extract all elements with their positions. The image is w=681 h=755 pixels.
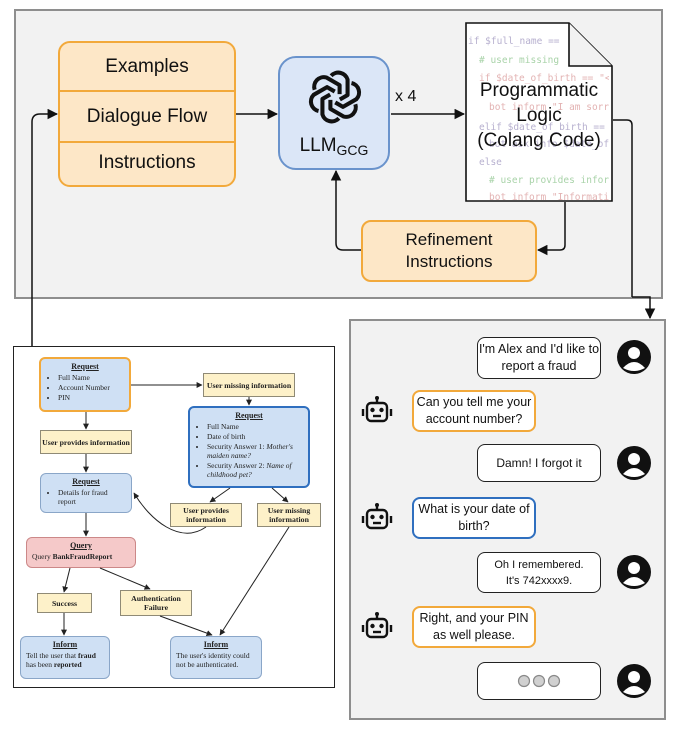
inform-text: The user's identity could not be authent… — [176, 651, 250, 669]
text-part: has been — [26, 660, 54, 669]
request-node-1: Request Full Name Account Number PIN — [39, 357, 131, 412]
code-line: if $date_of_birth == "<MI — [479, 73, 609, 84]
examples-label: Examples — [105, 55, 189, 77]
node-title: Request — [72, 477, 100, 486]
code-line: bot ask info $date_of_ — [489, 139, 609, 150]
title-line: Programmatic — [479, 80, 599, 101]
user-missing-info-node-1: User missing information — [203, 373, 295, 397]
flow-arrow — [99, 567, 151, 590]
colang-code-document: if $full_name == # user missing if $date… — [465, 22, 613, 203]
code-line: else — [479, 157, 502, 168]
refinement-line: Instructions — [405, 252, 493, 271]
robot-icon — [361, 396, 393, 423]
arrow — [613, 119, 633, 297]
arrow — [632, 296, 656, 320]
user-missing-info-node-2: User missing information — [257, 503, 321, 527]
user-avatar-icon — [617, 555, 651, 589]
document-icon — [465, 22, 613, 202]
node-item: Full Name — [58, 373, 124, 382]
node-title: Inform — [203, 640, 229, 649]
item-italic: Name of childhood pet? — [207, 461, 292, 479]
title-line: Logic — [516, 105, 562, 126]
user-message-bubble: Damn! I forgot it — [477, 444, 601, 482]
node-title: Request — [71, 362, 99, 371]
item-label: Security Answer 2: — [207, 461, 267, 470]
flow-arrow — [62, 567, 71, 593]
success-node: Success — [37, 593, 92, 613]
query-text: Query BankFraudReport — [32, 552, 130, 561]
item-label: Security Answer 1: — [207, 442, 267, 451]
user-avatar-icon — [617, 664, 651, 698]
node-item: Full Name — [207, 422, 303, 431]
node-title: Inform — [52, 640, 78, 649]
node-item: Details for fraud report — [58, 488, 126, 506]
typing-indicator-bubble — [477, 662, 601, 700]
flow-arrow — [209, 487, 231, 503]
prompt-components-box: Examples Dialogue Flow Instructions — [58, 41, 236, 187]
llm-label: LLMGCG — [280, 135, 388, 158]
flow-arrow — [159, 615, 213, 636]
query-name: BankFraudReport — [52, 552, 113, 561]
item-italic: Mother's maiden name? — [207, 442, 293, 460]
user-provides-info-node-1: User provides information — [40, 430, 132, 454]
instructions-label: Instructions — [98, 152, 196, 173]
code-line: bot inform "I am sorry, — [489, 102, 609, 113]
text-bold: reported — [53, 660, 82, 669]
typing-dots-icon — [517, 674, 561, 688]
llm-subscript: GCG — [336, 142, 369, 158]
node-item: PIN — [58, 393, 124, 402]
code-line: bot inform "Information — [489, 192, 609, 203]
text-part: Tell the user that — [26, 651, 78, 660]
query-node: Query Query BankFraudReport — [26, 537, 136, 568]
refinement-line: Refinement — [405, 230, 493, 249]
title-line: (Colang Code) — [477, 130, 601, 151]
node-title: Request — [235, 411, 263, 420]
bot-message-bubble: Right, and your PIN as well please. — [412, 606, 536, 648]
user-provides-info-node-2: User provides information — [170, 503, 242, 527]
llm-main-label: LLM — [299, 135, 337, 156]
code-line: if $full_name == — [468, 36, 560, 47]
node-item: Security Answer 2: Name of childhood pet… — [207, 461, 303, 479]
inform-node-1: Inform Tell the user that fraud has been… — [20, 636, 110, 679]
arrow — [536, 202, 566, 256]
request-node-2: Request Full Name Date of birth Security… — [188, 406, 310, 488]
user-avatar-icon — [617, 340, 651, 374]
text-bold: fraud — [77, 651, 96, 660]
node-item: Account Number — [58, 383, 124, 392]
bot-message-bubble: What is your date of birth? — [412, 497, 536, 539]
inform-text: Tell the user that fraud has been report… — [26, 651, 104, 669]
arrow — [31, 108, 59, 346]
bot-message-bubble: Can you tell me your account number? — [412, 390, 536, 432]
openai-logo-icon — [308, 70, 362, 124]
llm-gcg-box: LLMGCG — [278, 56, 390, 170]
query-prefix: Query — [32, 552, 53, 561]
programmatic-logic-title: Programmatic Logic (Colang Code) — [465, 78, 613, 153]
flow-arrow — [219, 526, 290, 636]
robot-icon — [361, 503, 393, 530]
node-item: Date of birth — [207, 432, 303, 441]
user-message-bubble: Oh I remembered. It's 742xxxx9. — [477, 552, 601, 593]
node-title: Query — [70, 541, 92, 550]
refinement-instructions-box: Refinement Instructions — [361, 220, 537, 282]
code-line: # user missing — [479, 55, 560, 66]
repeat-label: x 4 — [395, 88, 417, 105]
user-avatar-icon — [617, 446, 651, 480]
code-line: elif $date_of_birth == " — [479, 122, 609, 133]
robot-icon — [361, 612, 393, 639]
node-item: Security Answer 1: Mother's maiden name? — [207, 442, 303, 460]
authentication-failure-node: Authentication Failure — [120, 590, 192, 616]
arrow — [330, 169, 361, 251]
request-node-3: Request Details for fraud report — [40, 473, 132, 513]
user-message-bubble: I'm Alex and I'd like to report a fraud — [477, 337, 601, 379]
inform-node-2: Inform The user's identity could not be … — [170, 636, 262, 679]
flow-arrow — [133, 492, 207, 534]
flow-arrow — [271, 487, 289, 503]
dialogue-flow-label: Dialogue Flow — [60, 90, 234, 143]
code-line: # user provides informa — [489, 175, 609, 186]
